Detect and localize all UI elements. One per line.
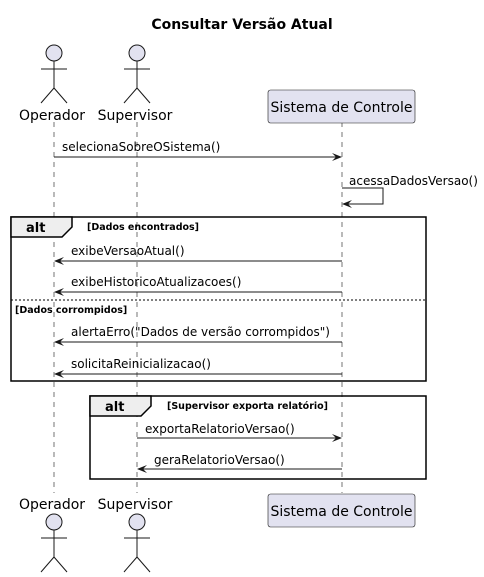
actor-label-supervisor: Supervisor	[98, 497, 173, 513]
frame-condition: [Dados encontrados]	[87, 222, 199, 233]
message-selecionaSobreOSistema: selecionaSobreOSistema()	[54, 140, 342, 161]
message-acessaDadosVersao: acessaDadosVersao()	[342, 174, 478, 208]
alt-frame-exporta: alt [Supervisor exporta relatório]	[89, 395, 427, 480]
message-alertaErro: alertaErro("Dados de versão corrompidos"…	[54, 325, 342, 346]
frame-condition: [Supervisor exporta relatório]	[167, 401, 328, 412]
actor-head-icon	[128, 44, 146, 62]
alt-frame-dados: alt [Dados encontrados] [Dados corrompid…	[10, 216, 427, 382]
frame-keyword: alt	[105, 400, 124, 415]
actor-operador-bottom: Operador	[19, 497, 85, 573]
message-exibeHistoricoAtualizacoes: exibeHistoricoAtualizacoes()	[54, 275, 342, 296]
participant-label-sistema: Sistema de Controle	[270, 100, 412, 116]
actor-label-supervisor: Supervisor	[98, 108, 173, 124]
actor-head-icon	[128, 513, 146, 531]
diagram-title: Consultar Versão Atual	[151, 17, 332, 33]
message-label: geraRelatorioVersao()	[154, 453, 285, 467]
message-label: solicitaReinicializacao()	[71, 357, 211, 371]
actor-label-operador: Operador	[19, 108, 85, 124]
actor-operador-top: Operador	[19, 44, 85, 124]
message-label: alertaErro("Dados de versão corrompidos"…	[71, 325, 330, 339]
message-label: acessaDadosVersao()	[349, 174, 478, 188]
actor-supervisor-bottom: Supervisor	[98, 497, 173, 573]
message-label: exibeHistoricoAtualizacoes()	[71, 275, 241, 289]
message-exibeVersaoAtual: exibeVersaoAtual()	[54, 244, 342, 265]
message-geraRelatorioVersao: geraRelatorioVersao()	[137, 453, 342, 473]
participant-label-sistema: Sistema de Controle	[270, 504, 412, 520]
actor-head-icon	[45, 44, 63, 62]
frame-keyword: alt	[26, 221, 45, 236]
message-label: exibeVersaoAtual()	[71, 244, 185, 258]
participant-sistema-top: Sistema de Controle	[267, 89, 416, 124]
message-label: selecionaSobreOSistema()	[62, 140, 220, 154]
frame-else-condition: [Dados corrompidos]	[15, 305, 127, 316]
actor-supervisor-top: Supervisor	[98, 44, 173, 124]
message-label: exportaRelatorioVersao()	[145, 422, 295, 436]
message-exportaRelatorioVersao: exportaRelatorioVersao()	[137, 422, 342, 442]
actor-head-icon	[45, 513, 63, 531]
message-solicitaReinicializacao: solicitaReinicializacao()	[54, 357, 342, 378]
participant-sistema-bottom: Sistema de Controle	[267, 493, 416, 528]
actor-label-operador: Operador	[19, 497, 85, 513]
